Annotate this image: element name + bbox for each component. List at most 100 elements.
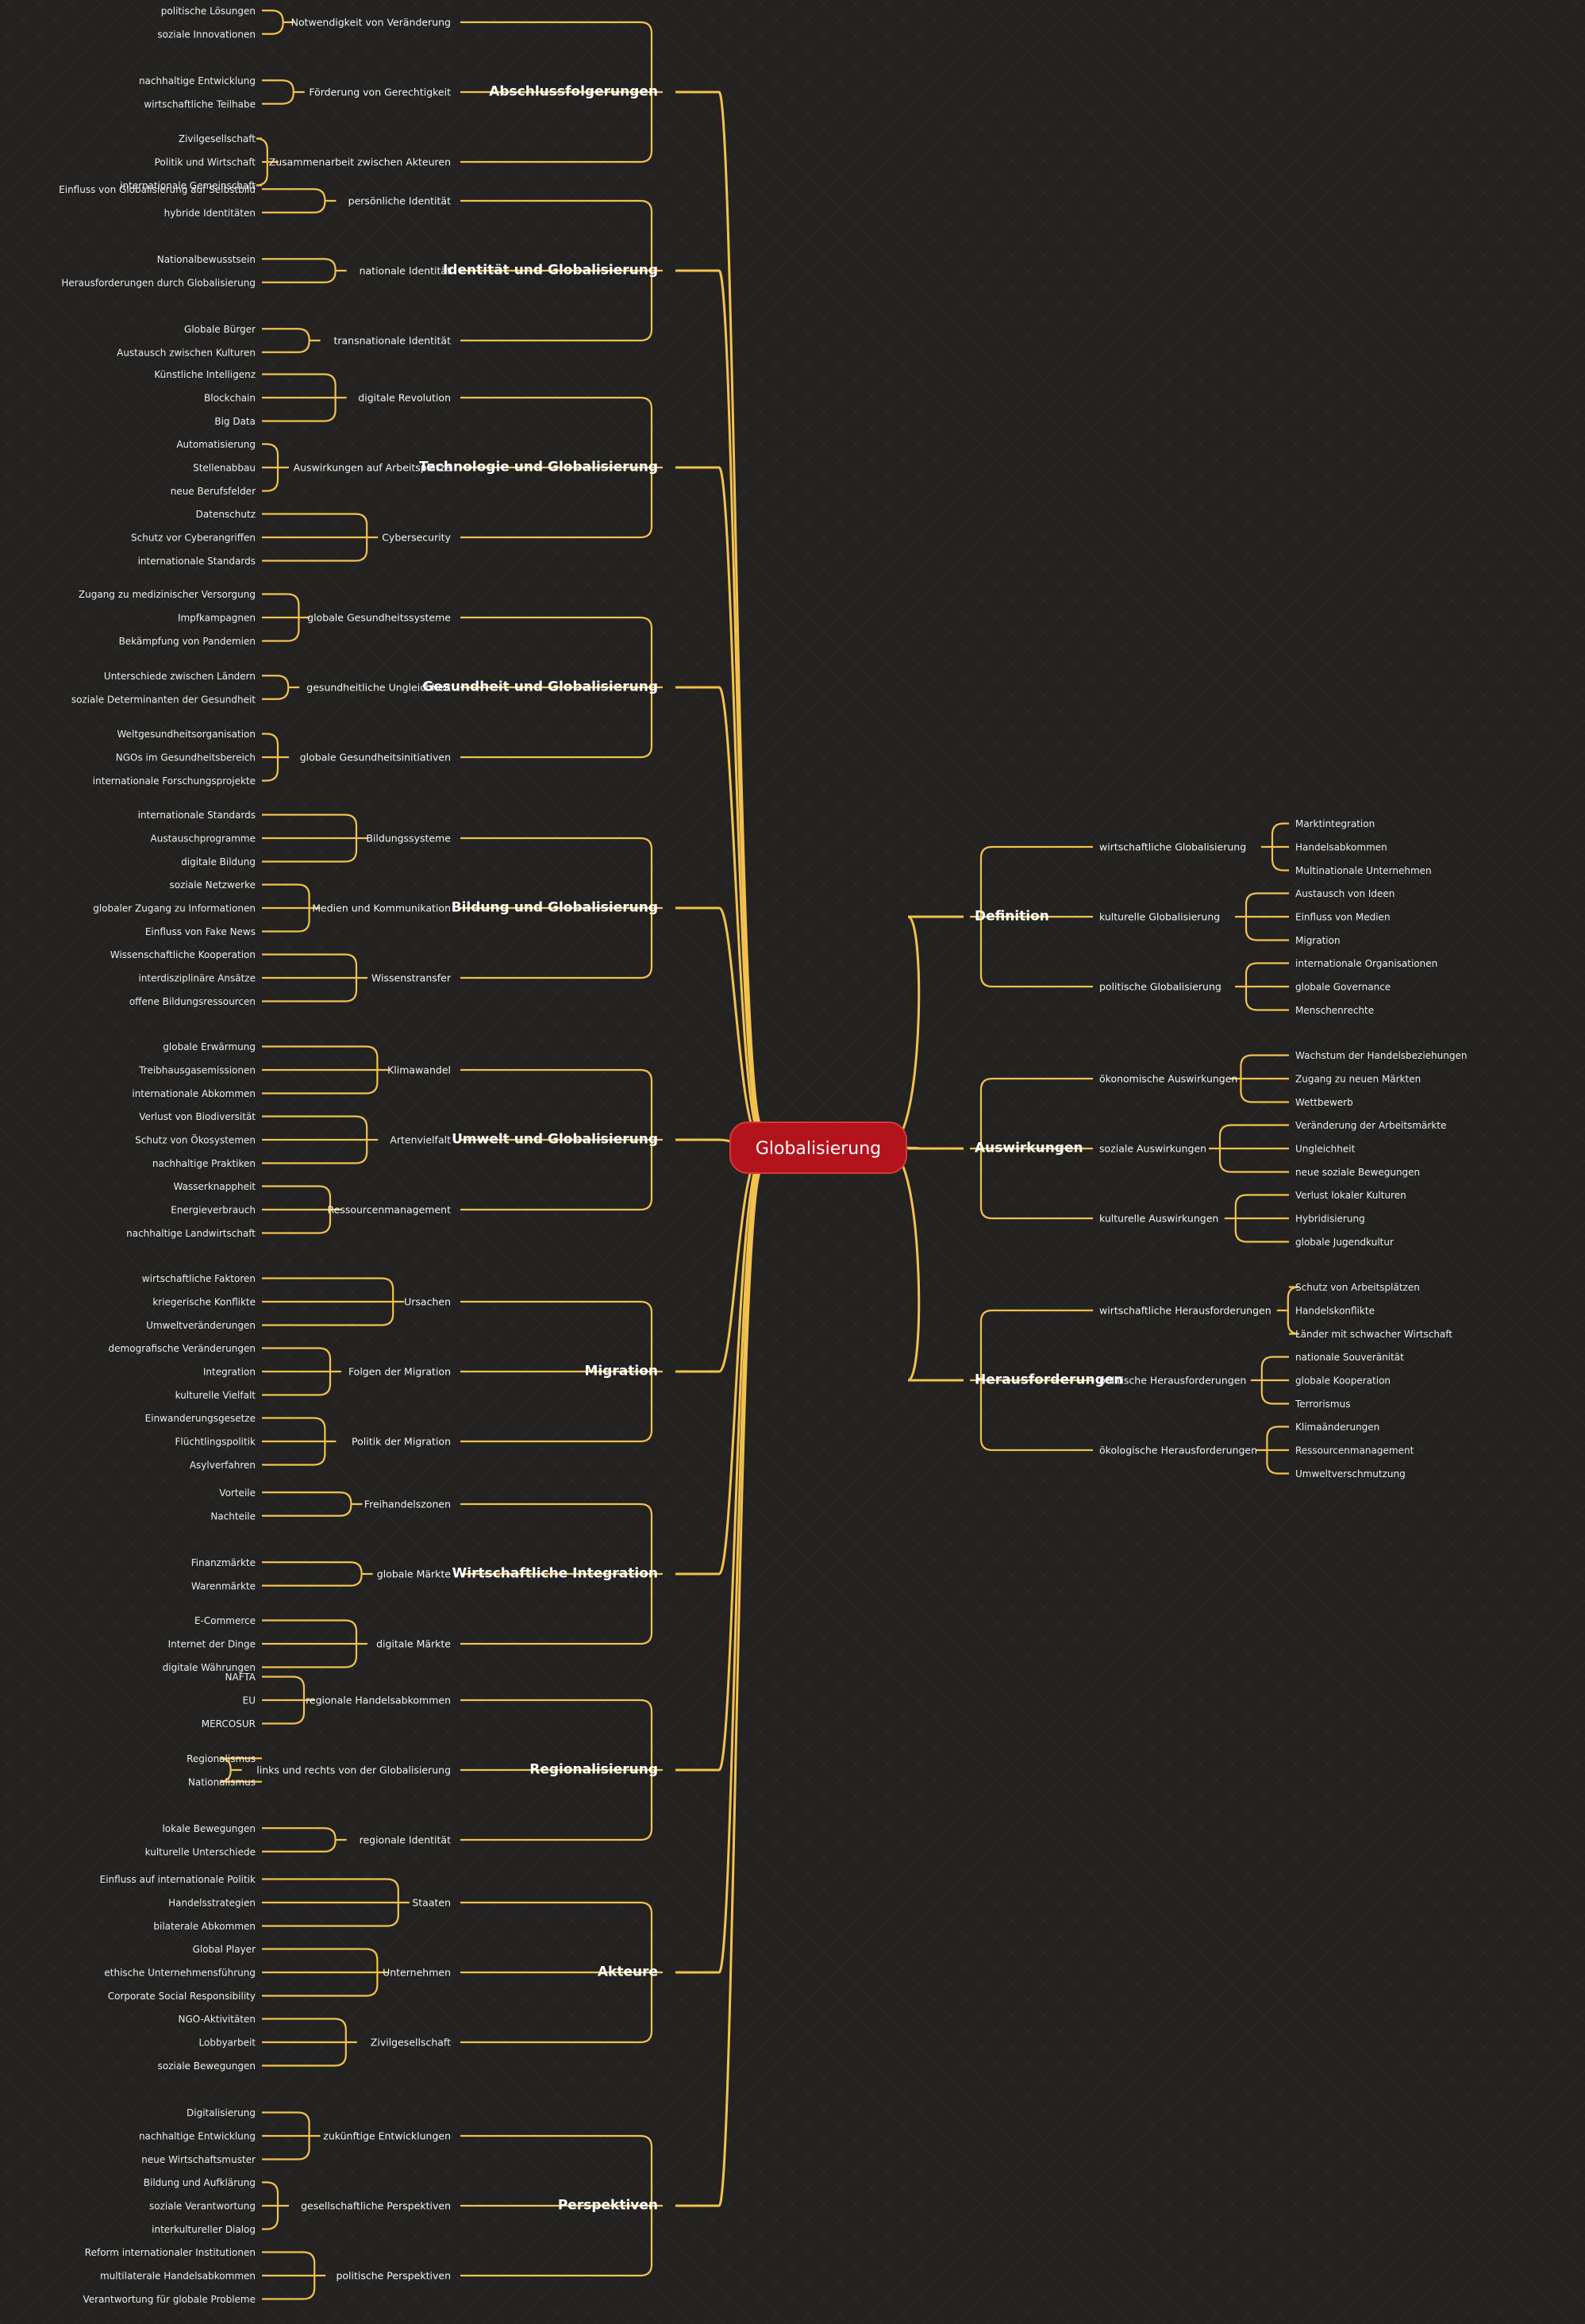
topic-left-9[interactable]: Akteure <box>598 1964 658 1980</box>
leaf-left-9-1-1[interactable]: ethische Unternehmensführung <box>104 1968 256 1979</box>
leaf-right-0-1-1[interactable]: Einfluss von Medien <box>1295 912 1391 923</box>
subtopic-right-2-2[interactable]: ökologische Herausforderungen <box>1099 1445 1257 1456</box>
topic-left-5[interactable]: Umwelt und Globalisierung <box>452 1132 658 1148</box>
leaf-left-9-0-0[interactable]: Einfluss auf internationale Politik <box>100 1874 256 1885</box>
center-node-label[interactable]: Globalisierung <box>756 1139 881 1159</box>
subtopic-right-0-1[interactable]: kulturelle Globalisierung <box>1099 911 1220 923</box>
leaf-left-1-1-0[interactable]: Nationalbewusstsein <box>157 254 256 265</box>
subtopic-right-0-2[interactable]: politische Globalisierung <box>1099 981 1221 993</box>
leaf-left-6-2-0[interactable]: Einwanderungsgesetze <box>145 1413 256 1424</box>
leaf-right-0-0-0[interactable]: Marktintegration <box>1295 818 1375 829</box>
leaf-left-2-0-0[interactable]: Künstliche Intelligenz <box>154 369 256 380</box>
subtopic-left-9-2[interactable]: Zivilgesellschaft <box>371 2037 451 2049</box>
leaf-left-7-1-0[interactable]: Finanzmärkte <box>191 1557 256 1568</box>
leaf-left-5-0-1[interactable]: Treibhausgasemissionen <box>138 1065 256 1076</box>
leaf-left-3-0-1[interactable]: Impfkampagnen <box>178 613 256 624</box>
subtopic-left-5-1[interactable]: Artenvielfalt <box>390 1134 451 1146</box>
leaf-left-0-2-2[interactable]: internationale Gemeinschaft <box>120 180 256 191</box>
leaf-left-0-0-0[interactable]: politische Lösungen <box>161 6 256 17</box>
leaf-left-4-0-0[interactable]: internationale Standards <box>138 810 256 821</box>
leaf-right-2-1-1[interactable]: globale Kooperation <box>1295 1376 1391 1387</box>
leaf-left-2-1-1[interactable]: Stellenabbau <box>193 463 256 474</box>
topic-left-10[interactable]: Perspektiven <box>558 2198 658 2214</box>
subtopic-left-4-1[interactable]: Medien und Kommunikation <box>312 902 451 914</box>
leaf-left-3-2-1[interactable]: NGOs im Gesundheitsbereich <box>116 752 256 764</box>
leaf-right-0-0-1[interactable]: Handelsabkommen <box>1295 842 1387 853</box>
leaf-left-4-2-1[interactable]: interdisziplinäre Ansätze <box>138 973 256 984</box>
leaf-left-2-2-2[interactable]: internationale Standards <box>138 556 256 567</box>
leaf-left-6-2-2[interactable]: Asylverfahren <box>190 1460 256 1471</box>
leaf-left-5-1-1[interactable]: Schutz von Ökosystemen <box>135 1133 256 1146</box>
leaf-right-2-2-2[interactable]: Umweltverschmutzung <box>1295 1468 1406 1479</box>
leaf-left-6-2-1[interactable]: Flüchtlingspolitik <box>175 1437 256 1448</box>
subtopic-right-1-0[interactable]: ökonomische Auswirkungen <box>1099 1073 1237 1085</box>
leaf-left-4-2-2[interactable]: offene Bildungsressourcen <box>129 996 256 1007</box>
leaf-left-1-0-0[interactable]: Einfluss von Globalisierung auf Selbstbi… <box>59 184 256 195</box>
subtopic-right-2-1[interactable]: politische Herausforderungen <box>1099 1375 1246 1387</box>
subtopic-left-7-2[interactable]: digitale Märkte <box>376 1638 451 1650</box>
leaf-left-2-2-0[interactable]: Datenschutz <box>196 509 256 520</box>
leaf-left-6-0-2[interactable]: Umweltveränderungen <box>146 1320 256 1331</box>
leaf-right-2-0-2[interactable]: Länder mit schwacher Wirtschaft <box>1295 1329 1452 1340</box>
topic-right-2[interactable]: Herausforderungen <box>975 1372 1123 1388</box>
subtopic-left-4-0[interactable]: Bildungssysteme <box>366 833 451 845</box>
leaf-left-8-2-0[interactable]: lokale Bewegungen <box>162 1823 256 1834</box>
leaf-left-6-0-1[interactable]: kriegerische Konflikte <box>152 1297 256 1308</box>
leaf-left-4-1-0[interactable]: soziale Netzwerke <box>169 879 256 891</box>
subtopic-left-5-0[interactable]: Klimawandel <box>387 1064 451 1076</box>
topic-left-3[interactable]: Gesundheit und Globalisierung <box>422 679 658 695</box>
subtopic-left-1-0[interactable]: persönliche Identität <box>348 195 451 207</box>
leaf-left-4-2-0[interactable]: Wissenschaftliche Kooperation <box>110 949 256 960</box>
leaf-right-0-1-0[interactable]: Austausch von Ideen <box>1295 888 1395 899</box>
subtopic-left-9-1[interactable]: Unternehmen <box>383 1967 451 1979</box>
leaf-left-5-1-2[interactable]: nachhaltige Praktiken <box>152 1158 256 1169</box>
center-node-box[interactable] <box>729 1122 907 1174</box>
leaf-left-3-1-1[interactable]: soziale Determinanten der Gesundheit <box>71 694 256 705</box>
leaf-left-4-0-2[interactable]: digitale Bildung <box>181 856 256 868</box>
leaf-left-10-1-1[interactable]: soziale Verantwortung <box>149 2201 256 2212</box>
leaf-left-3-1-0[interactable]: Unterschiede zwischen Ländern <box>104 671 256 682</box>
leaf-left-9-0-1[interactable]: Handelsstrategien <box>168 1898 256 1909</box>
subtopic-left-2-1[interactable]: Auswirkungen auf Arbeitsplätze <box>294 462 452 474</box>
leaf-right-1-2-0[interactable]: Verlust lokaler Kulturen <box>1295 1190 1406 1201</box>
leaf-left-5-2-0[interactable]: Wasserknappheit <box>174 1181 256 1192</box>
leaf-left-7-2-2[interactable]: digitale Währungen <box>163 1662 256 1673</box>
leaf-left-9-1-2[interactable]: Corporate Social Responsibility <box>108 1991 256 2002</box>
leaf-left-2-0-2[interactable]: Big Data <box>214 416 256 427</box>
leaf-left-7-1-1[interactable]: Warenmärkte <box>191 1580 256 1591</box>
leaf-left-8-1-1[interactable]: Nationalismus <box>188 1776 256 1787</box>
leaf-right-2-1-2[interactable]: Terrorismus <box>1295 1399 1350 1410</box>
subtopic-right-2-0[interactable]: wirtschaftliche Herausforderungen <box>1099 1305 1271 1317</box>
leaf-left-1-0-1[interactable]: hybride Identitäten <box>164 207 256 218</box>
leaf-left-0-1-1[interactable]: wirtschaftliche Teilhabe <box>144 98 256 110</box>
leaf-left-5-0-0[interactable]: globale Erwärmung <box>163 1041 256 1052</box>
subtopic-left-1-2[interactable]: transnationale Identität <box>333 335 451 347</box>
leaf-right-2-2-0[interactable]: Klimaänderungen <box>1295 1422 1379 1433</box>
leaf-left-1-2-0[interactable]: Globale Bürger <box>184 324 256 335</box>
leaf-right-0-2-2[interactable]: Menschenrechte <box>1295 1005 1374 1016</box>
leaf-left-1-1-1[interactable]: Herausforderungen durch Globalisierung <box>61 277 256 288</box>
subtopic-left-2-2[interactable]: Cybersecurity <box>382 532 451 544</box>
subtopic-left-2-0[interactable]: digitale Revolution <box>358 392 451 404</box>
leaf-right-2-0-1[interactable]: Handelskonflikte <box>1295 1306 1375 1317</box>
leaf-left-3-2-0[interactable]: Weltgesundheitsorganisation <box>117 729 256 740</box>
leaf-left-9-2-1[interactable]: Lobbyarbeit <box>199 2037 256 2049</box>
leaf-right-1-1-2[interactable]: neue soziale Bewegungen <box>1295 1167 1420 1178</box>
leaf-left-4-1-2[interactable]: Einfluss von Fake News <box>145 926 256 937</box>
leaf-left-0-0-1[interactable]: soziale Innovationen <box>157 29 256 40</box>
subtopic-left-3-1[interactable]: gesundheitliche Ungleichheit <box>306 682 451 694</box>
leaf-left-9-1-0[interactable]: Global Player <box>193 1944 256 1955</box>
leaf-left-10-0-2[interactable]: neue Wirtschaftsmuster <box>141 2154 256 2165</box>
leaf-left-4-0-1[interactable]: Austauschprogramme <box>151 833 256 845</box>
leaf-right-0-0-2[interactable]: Multinationale Unternehmen <box>1295 865 1432 876</box>
subtopic-left-3-0[interactable]: globale Gesundheitssysteme <box>307 612 451 624</box>
leaf-right-1-2-1[interactable]: Hybridisierung <box>1295 1214 1365 1225</box>
leaf-left-2-0-1[interactable]: Blockchain <box>204 393 256 404</box>
leaf-right-1-1-0[interactable]: Veränderung der Arbeitsmärkte <box>1295 1120 1446 1131</box>
leaf-left-10-0-0[interactable]: Digitalisierung <box>187 2107 256 2118</box>
subtopic-right-1-2[interactable]: kulturelle Auswirkungen <box>1099 1213 1218 1225</box>
topic-left-7[interactable]: Wirtschaftliche Integration <box>452 1566 658 1582</box>
subtopic-left-10-2[interactable]: politische Perspektiven <box>336 2270 451 2282</box>
subtopic-left-10-0[interactable]: zukünftige Entwicklungen <box>323 2130 451 2142</box>
subtopic-left-6-2[interactable]: Politik der Migration <box>352 1436 451 1448</box>
